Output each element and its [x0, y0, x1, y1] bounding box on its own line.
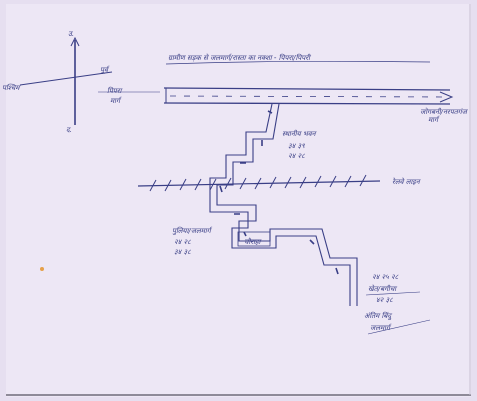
railway-sleepers — [149, 174, 367, 192]
road-centre-line — [169, 95, 449, 98]
point2-code-2: ३४ ३८ — [174, 248, 191, 256]
title-underline — [165, 60, 431, 65]
point4-code-1: २४ २५ २८ — [372, 273, 399, 281]
point5-underline — [367, 319, 431, 335]
road-right-label-top: जोगबनी/नरपतगंज — [420, 107, 469, 116]
paper-sheet — [6, 4, 471, 397]
route-path — [209, 103, 358, 306]
compass-east-label: पूर्व — [100, 65, 110, 74]
north-arrow-compass: उ. द. पश्चिम पूर्व — [2, 30, 113, 134]
main-road — [163, 87, 454, 105]
railway-label: रेलवे लाइन — [392, 177, 422, 186]
point4-label: खेत/बगीचा — [368, 284, 397, 293]
point5-sublabel: जलमार्ग — [370, 323, 392, 332]
road-right-label-bottom: मार्ग — [428, 115, 440, 124]
point2-code-1: २४ २८ — [174, 238, 191, 246]
route-line-inner — [216, 103, 358, 306]
point3-label: चौराहा — [244, 237, 262, 246]
road-arrow-icon — [439, 91, 454, 103]
road-top-edge — [163, 87, 451, 91]
road-left-label-bottom: मार्ग — [110, 96, 122, 105]
railway-line — [137, 174, 381, 192]
point5-label: अंतिम बिंदु — [364, 311, 392, 321]
orange-mark — [40, 267, 44, 271]
road-left-label-top: पिपरा — [107, 86, 123, 95]
point2-label: पुलिया/जलमार्ग — [172, 226, 213, 235]
point4-code-2: ४२ ३८ — [376, 296, 393, 304]
compass-west-label: पश्चिम — [2, 83, 21, 92]
point1-code-1: ३४ ३९ — [288, 142, 305, 150]
route-ticks — [219, 110, 339, 275]
compass-north-label: उ. — [68, 30, 74, 38]
north-arrowhead-icon — [70, 36, 80, 47]
compass-south-label: द. — [66, 126, 72, 134]
point1-code-2: २४ २८ — [288, 152, 305, 160]
map-title: ग्रामीण सड़क से जलमार्ग/रास्ता का नक्शा … — [168, 53, 311, 62]
road-bottom-edge — [163, 102, 451, 105]
route-line-outer — [209, 103, 351, 306]
point1-label: स्थानीय भवन — [282, 129, 318, 138]
point4-underline — [365, 291, 421, 296]
railway-track — [137, 180, 381, 187]
junction-box — [237, 231, 271, 247]
compass-horizontal-line — [19, 71, 113, 86]
